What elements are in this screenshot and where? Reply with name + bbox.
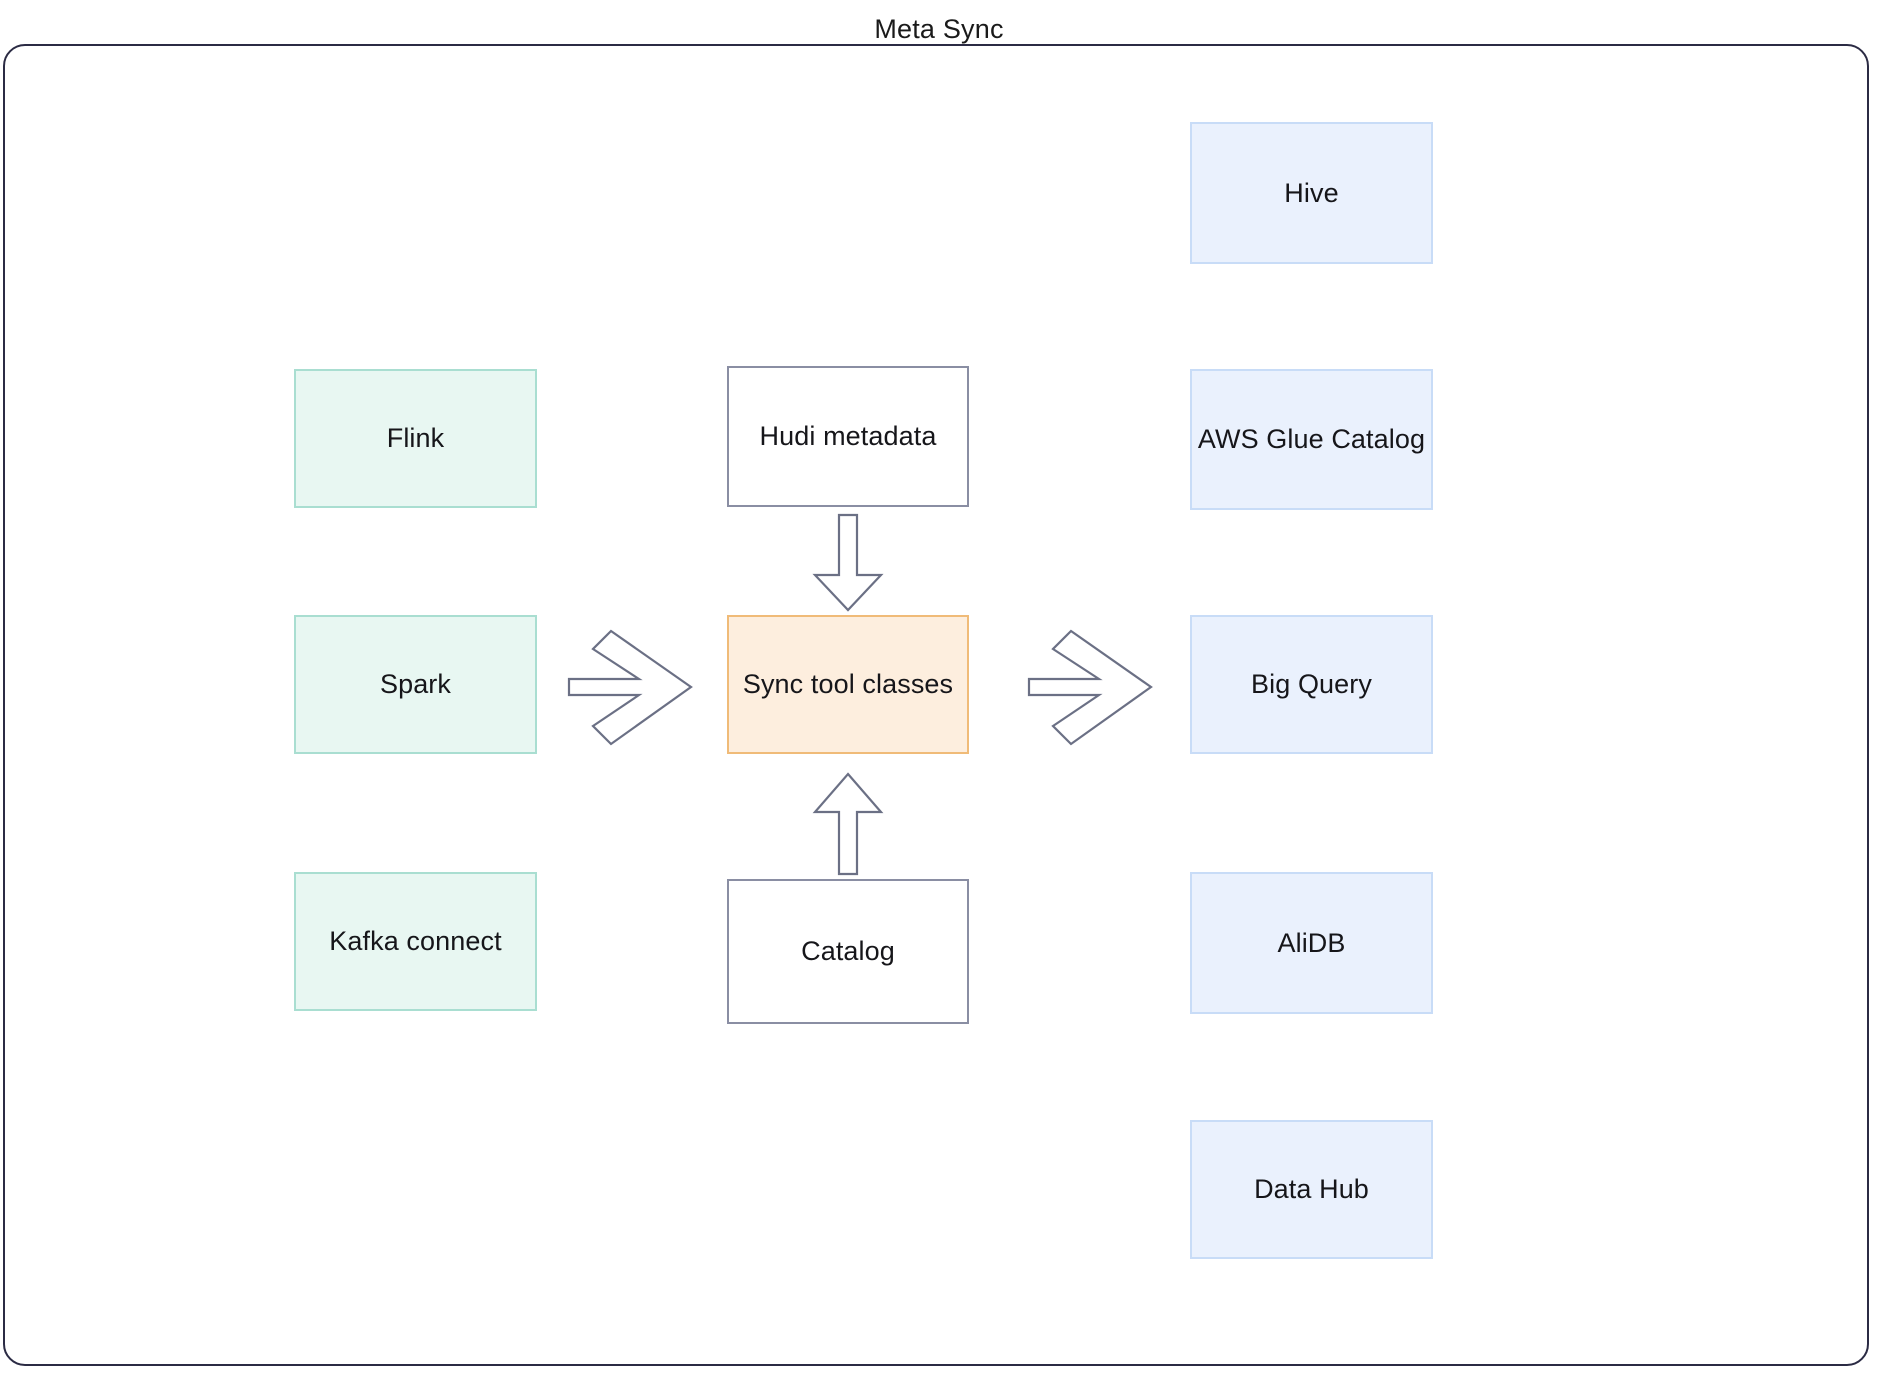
node-big-query-label: Big Query [1251,669,1372,700]
node-hudi-metadata[interactable]: Hudi metadata [727,366,969,507]
node-hive[interactable]: Hive [1190,122,1433,264]
diagram-frame [3,44,1869,1366]
node-spark[interactable]: Spark [294,615,537,754]
node-alidb-label: AliDB [1277,927,1346,958]
arrow-up-catalog-to-hub-icon [810,770,886,877]
node-aws-glue-catalog-label: AWS Glue Catalog [1197,424,1426,455]
arrow-right-hub-to-targets-icon [1025,625,1155,750]
node-big-query[interactable]: Big Query [1190,615,1433,754]
node-catalog[interactable]: Catalog [727,879,969,1024]
arrow-right-sources-to-hub-icon [565,625,695,750]
node-flink[interactable]: Flink [294,369,537,508]
node-sync-tool-classes-label: Sync tool classes [742,669,954,700]
node-sync-tool-classes[interactable]: Sync tool classes [727,615,969,754]
node-kafka-connect-label: Kafka connect [329,926,502,957]
node-hive-label: Hive [1284,177,1339,208]
diagram-title: Meta Sync [874,14,1004,44]
node-catalog-label: Catalog [801,936,895,967]
node-spark-label: Spark [379,669,452,700]
node-aws-glue-catalog[interactable]: AWS Glue Catalog [1190,369,1433,510]
node-hudi-metadata-label: Hudi metadata [759,421,937,452]
node-data-hub-label: Data Hub [1254,1174,1369,1205]
node-alidb[interactable]: AliDB [1190,872,1433,1014]
node-flink-label: Flink [386,423,445,454]
node-data-hub[interactable]: Data Hub [1190,1120,1433,1259]
arrow-down-hudi-to-hub-icon [810,513,886,613]
node-kafka-connect[interactable]: Kafka connect [294,872,537,1011]
